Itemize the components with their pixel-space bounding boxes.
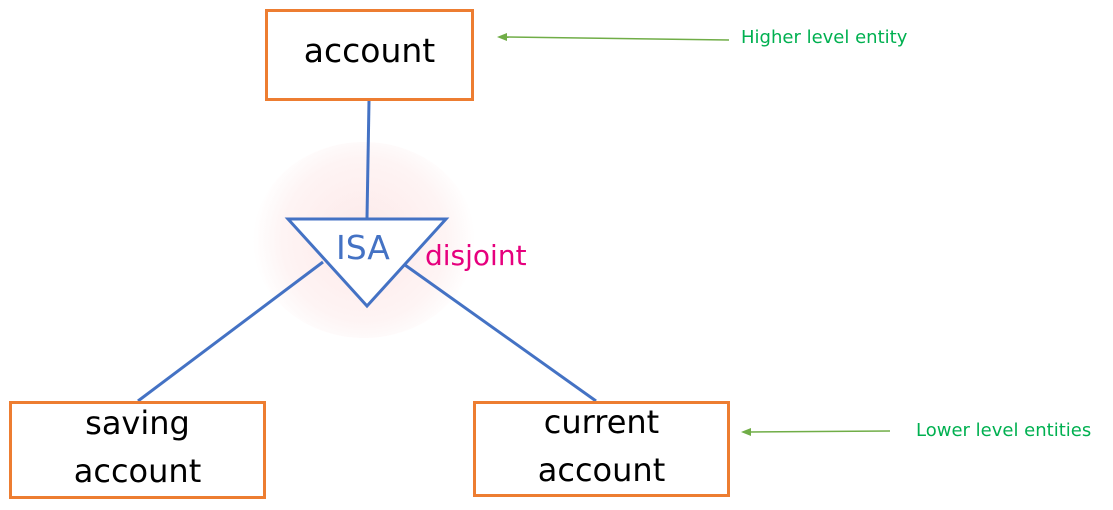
connector-isa-to-saving-account [137,260,324,403]
disjoint-constraint-label: disjoint [425,239,527,272]
isa-triangle [284,217,450,309]
entity-current-account[interactable]: current account [473,401,730,497]
isa-label: ISA [336,228,390,267]
higher-level-annotation: Higher level entity [741,27,908,48]
connector-account-to-isa [365,100,371,219]
lower-level-annotation: Lower level entities [916,420,1092,441]
connector-isa-to-current-account [404,263,597,403]
arrow-higher-level [497,33,730,41]
entity-account-label: account [303,30,436,70]
entity-current-account-label: current account [537,403,666,489]
arrow-lower-level [741,428,891,436]
entity-saving-account-label: saving account [73,404,202,490]
entity-saving-account[interactable]: saving account [9,401,266,499]
entity-account[interactable]: account [265,9,474,101]
